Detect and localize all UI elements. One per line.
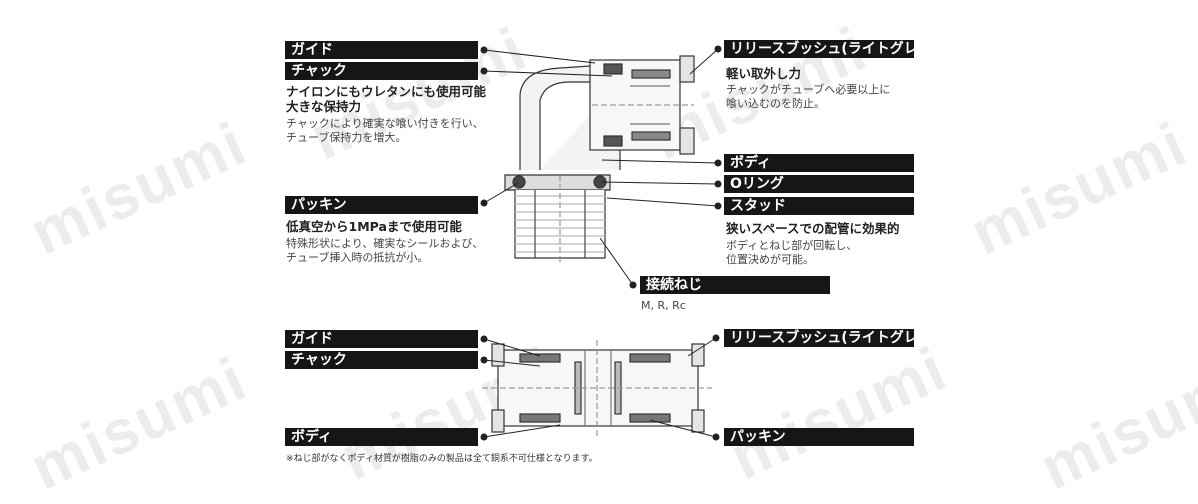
label-stud: スタッド [724,197,914,215]
release-desc-body-2: 喰い込むのを防止。 [726,97,825,110]
top-leaders [480,45,722,289]
label-guide-bottom: ガイド [285,330,478,348]
label-release-bush-bottom: リリースブッシュ(ライトグレー) [724,329,938,347]
label-packing-bottom: パッキン [724,428,914,446]
bottom-leaders [480,334,720,441]
packing-desc-title: 低真空から1MPaまで使用可能 [286,219,462,234]
label-packing: パッキン [285,196,478,214]
thread-types: M, R, Rc [641,299,686,312]
chuck-desc-body-2: チューブ保持力を増大。 [286,131,407,144]
label-body: ボディ [724,154,914,172]
label-o-ring: Oリング [724,175,914,193]
stud-desc-body-2: 位置決めが可能。 [726,253,814,266]
label-body-bottom: ボディ [285,428,478,446]
chuck-desc-title-2: 大きな保持力 [286,99,362,114]
release-desc-body-1: チャックがチューブへ必要以上に [726,83,891,96]
label-thread: 接続ねじ [640,276,830,294]
stud-desc-body-1: ボディとねじ部が回転し、 [726,239,858,252]
stud-desc-title: 狭いスペースでの配管に効果的 [726,221,900,236]
elbow-fitting-drawing [504,55,695,262]
label-guide: ガイド [285,41,478,59]
chuck-desc-title-1: ナイロンにもウレタンにも使用可能 [286,84,487,99]
packing-desc-body-2: チューブ挿入時の抵抗が小。 [286,251,429,264]
label-release-bush: リリースブッシュ(ライトグレー) [724,40,938,58]
chuck-desc-body-1: チャックにより確実な喰い付きを行い、 [286,117,484,130]
release-desc-title: 軽い取外し力 [726,66,802,81]
label-chuck: チャック [285,62,478,80]
label-chuck-bottom: チャック [285,351,478,369]
packing-desc-body-1: 特殊形状により、確実なシールおよび、 [286,237,484,250]
union-fitting-drawing [482,340,712,436]
footnote: ※ねじ部がなくボディ材質が樹脂のみの製品は全て銅系不可仕様となります。 [286,454,598,464]
